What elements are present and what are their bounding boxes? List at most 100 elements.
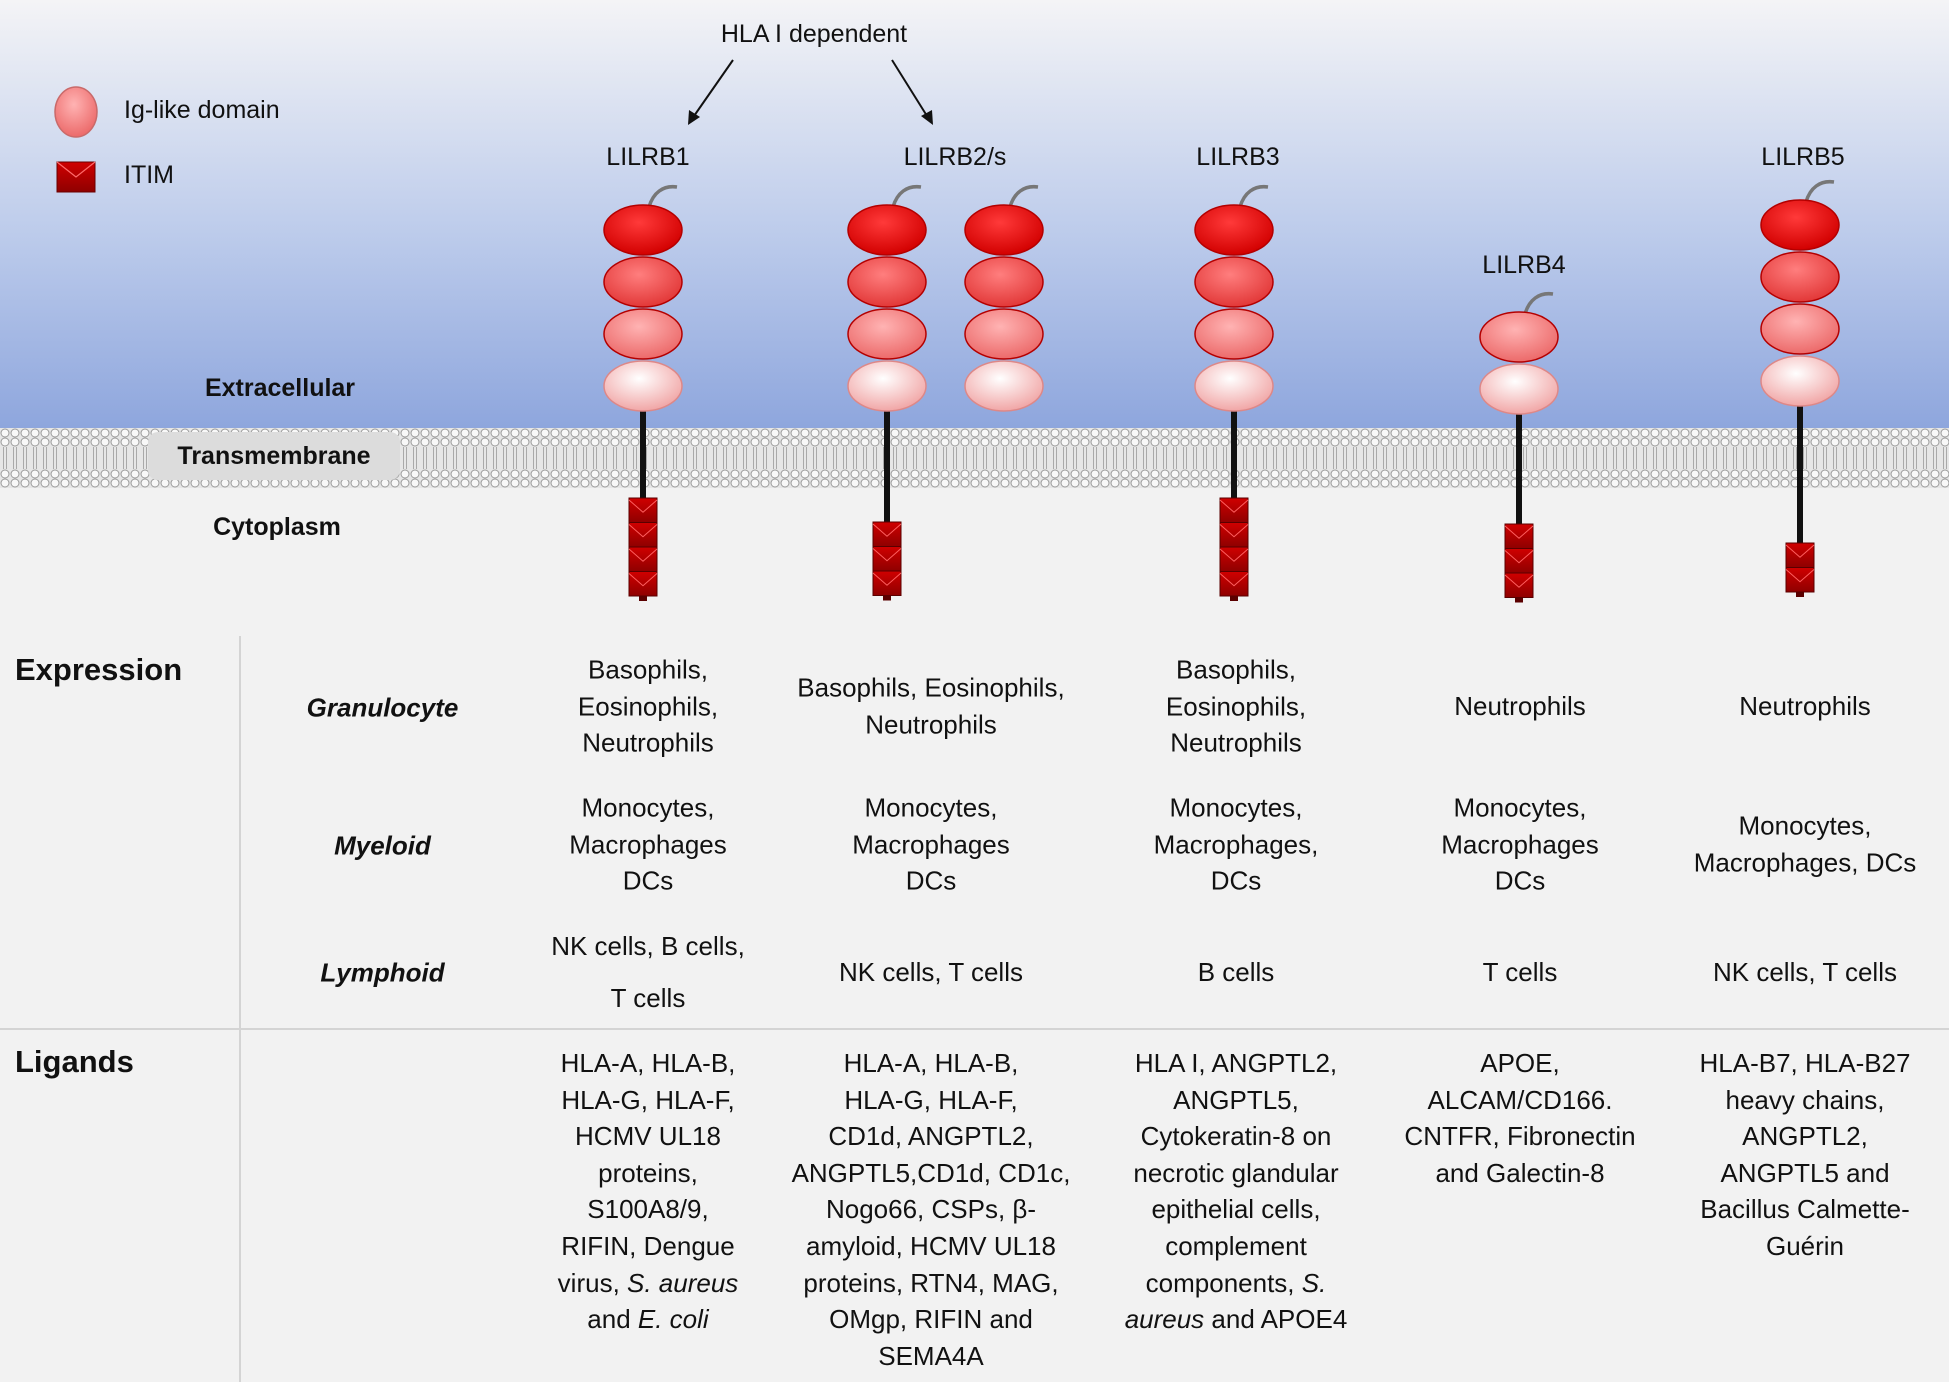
expression-line: Basophils, Eosinophils,: [797, 672, 1065, 703]
transmembrane-label-pill: Transmembrane: [148, 432, 400, 480]
ligand-line: ANGPTL2,: [1742, 1121, 1868, 1152]
itim-icon: [1504, 548, 1534, 574]
hla-arrow-left-icon: [688, 59, 734, 125]
cytoplasm-label: Cytoplasm: [213, 513, 341, 541]
ligand-line: SEMA4A: [878, 1340, 984, 1371]
itim-icon: [1219, 546, 1249, 572]
ligand-line: HLA-G, HLA-F,: [844, 1084, 1018, 1115]
expression-line: NK cells, T cells: [1713, 956, 1897, 987]
expression-line: Neutrophils: [865, 709, 997, 739]
expression-granulocyte-lilrb1: Basophils,Eosinophils,Neutrophils: [503, 651, 793, 761]
ig-like-domain-icon: [1760, 199, 1840, 251]
itim-legend-icon: [56, 161, 96, 193]
itim-highlight: [1504, 550, 1534, 564]
expression-line: Monocytes,: [864, 792, 998, 823]
ligand-line: HLA-A, HLA-B,: [843, 1048, 1019, 1078]
expression-lymphoid-lilrb4: T cells: [1375, 954, 1665, 991]
ligand-line: ANGPTL5,: [1173, 1084, 1299, 1115]
itim-highlight: [628, 524, 658, 538]
domain-hook-icon: [1804, 179, 1835, 203]
ig-like-domain-icon: [847, 360, 927, 412]
expression-line: Eosinophils,: [577, 690, 719, 721]
expression-line: Macrophages: [1441, 828, 1599, 859]
ligand-line: aureus and APOE4: [1124, 1304, 1348, 1335]
itim-icon: [628, 522, 658, 548]
expression-myeloid-lilrb5: Monocytes,Macrophages, DCs: [1660, 808, 1949, 881]
itim-tail: [639, 596, 647, 601]
expression-line: Monocytes,: [1738, 810, 1872, 841]
ligand-line: complement: [1165, 1230, 1307, 1261]
ligand-line: heavy chains,: [1725, 1084, 1885, 1115]
itim-highlight: [628, 548, 658, 562]
expression-granulocyte-lilrb3: Basophils,Eosinophils,Neutrophils: [1091, 651, 1381, 761]
ig-like-domain-icon: [1760, 251, 1840, 303]
itim-icon: [628, 497, 658, 523]
ligand-line: CD1d, ANGPTL2,: [828, 1121, 1034, 1152]
expression-line: DCs: [1210, 865, 1262, 896]
expression-granulocyte-lilrb2s: Basophils, Eosinophils, Neutrophils: [781, 670, 1081, 743]
itim-highlight: [1504, 525, 1534, 539]
itim-tail: [1230, 596, 1238, 601]
expression-line: Macrophages: [569, 828, 727, 859]
ig-like-domain-icon: [964, 204, 1044, 256]
expression-lymphoid-lilrb1: NK cells, B cells,T cells: [503, 920, 793, 1024]
ig-like-domain-icon: [603, 308, 683, 360]
ligand-line: S100A8/9,: [587, 1194, 709, 1225]
ligand-line: and Galectin-8: [1435, 1157, 1605, 1188]
ig-like-domain-icon: [1479, 363, 1559, 415]
ligand-line: ALCAM/CD166.: [1427, 1084, 1613, 1115]
ig-like-domain-icon: [1194, 256, 1274, 308]
ig-like-domain-icon: [1760, 303, 1840, 355]
expression-line: Neutrophils: [1454, 690, 1586, 721]
ig-like-domain-icon: [964, 308, 1044, 360]
expression-lymphoid-lilrb3: B cells: [1091, 954, 1381, 991]
expression-lymphoid-lilrb5: NK cells, T cells: [1660, 954, 1949, 991]
ligand-line: CNTFR, Fibronectin: [1404, 1121, 1636, 1152]
ig-like-domain-icon: [603, 360, 683, 412]
legend-ig-label: Ig-like domain: [124, 96, 280, 124]
itim-highlight: [1785, 544, 1815, 558]
expression-lymphoid-lilrb2s: NK cells, T cells: [781, 954, 1081, 991]
ig-like-domain-icon: [1194, 308, 1274, 360]
domain-hook-icon: [1008, 184, 1039, 208]
itim-icon: [872, 546, 902, 572]
ligand-line: OMgp, RIFIN and: [829, 1304, 1033, 1335]
ligand-line: HLA-A, HLA-B,: [560, 1048, 736, 1078]
expression-line: NK cells, B cells,: [551, 931, 745, 961]
domain-hook-icon: [647, 184, 678, 208]
category-myeloid: Myeloid: [334, 830, 431, 861]
receptor-label-lilrb1: LILRB1: [606, 143, 690, 171]
receptor-label-lilrb3: LILRB3: [1196, 143, 1280, 171]
receptor-label-lilrb5: LILRB5: [1761, 143, 1845, 171]
ligand-line: HLA I, ANGPTL2,: [1134, 1048, 1338, 1078]
receptor-lilrb4: [1479, 291, 1559, 603]
ligands-lilrb4: APOE, ALCAM/CD166. CNTFR, Fibronectin and G…: [1370, 1045, 1670, 1191]
expression-granulocyte-lilrb4: Neutrophils: [1375, 688, 1665, 725]
legend-itim-label: ITIM: [124, 161, 174, 189]
domain-hook-icon: [1523, 291, 1554, 315]
itim-highlight: [628, 573, 658, 587]
ligand-line: Bacillus Calmette-: [1700, 1194, 1910, 1225]
expression-line: Basophils,: [588, 654, 708, 685]
itim-icon: [872, 521, 902, 547]
ligand-line: HCMV UL18: [575, 1121, 721, 1152]
ligand-line: components, S.: [1145, 1267, 1327, 1298]
receptor-lilrb1: [603, 184, 683, 601]
itim-icon: [1219, 522, 1249, 548]
itim-highlight: [1219, 573, 1249, 587]
ligand-line: APOE,: [1480, 1048, 1560, 1078]
expression-line: DCs: [1494, 865, 1546, 896]
receptor-lilrb3: [1194, 184, 1274, 601]
receptor-group: [603, 179, 1840, 603]
receptor-label-lilrb2s: LILRB2/s: [903, 143, 1007, 171]
lilrb-membrane-diagram: [0, 0, 1949, 610]
itim-icon: [1219, 571, 1249, 597]
itim-highlight: [1219, 499, 1249, 513]
cytoplasm-region: [0, 488, 1949, 610]
expression-granulocyte-lilrb5: Neutrophils: [1660, 688, 1949, 725]
expression-line: DCs: [905, 865, 957, 896]
